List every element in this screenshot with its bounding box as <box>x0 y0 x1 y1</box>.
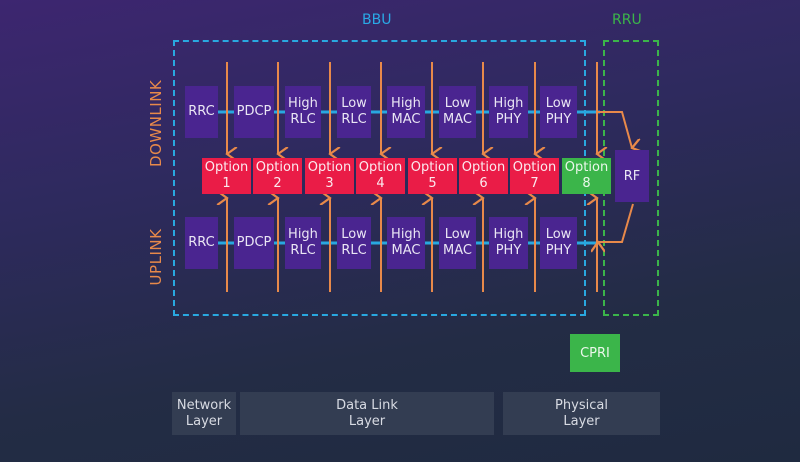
option-label: Option <box>410 160 455 175</box>
bbu-label: BBU <box>362 12 392 28</box>
layer-label-line2: RLC <box>290 112 316 127</box>
downlink-layer-rrc: RRC <box>185 86 218 138</box>
layer-label-line1: High <box>391 227 421 242</box>
option-number: 7 <box>530 176 539 191</box>
osi-label-line2: Layer <box>348 413 386 429</box>
layer-label-line1: PDCP <box>236 104 272 119</box>
option-number: 6 <box>479 176 488 191</box>
osi-label-line2: Layer <box>185 413 223 429</box>
layer-label-line1: Low <box>341 227 367 242</box>
layer-label-line2: RLC <box>341 112 367 127</box>
layer-label-line2: PHY <box>495 112 522 127</box>
layer-label-line1: RRC <box>188 235 215 250</box>
osi-label-line1: Network <box>176 397 232 413</box>
uplink-layer-rrc: RRC <box>185 217 218 269</box>
layer-label-line1: High <box>391 96 421 111</box>
layer-label-line2: MAC <box>443 112 472 127</box>
option-label: Option <box>204 160 249 175</box>
layer-label-line2: MAC <box>443 243 472 258</box>
option-number: 5 <box>428 176 437 191</box>
layer-label-line2: RLC <box>341 243 367 258</box>
layer-label-line2: PHY <box>545 112 572 127</box>
layer-label-line1: Low <box>545 96 572 111</box>
layer-label-line1: PDCP <box>236 235 272 250</box>
option-number: 8 <box>582 176 591 191</box>
option-label: Option <box>564 160 609 175</box>
osi-label-line2: Layer <box>563 413 600 429</box>
uplink-layer-pdcp: PDCP <box>234 217 274 269</box>
layer-label-line1: High <box>493 96 524 111</box>
option-number: 3 <box>325 176 334 191</box>
layer-label-line1: Low <box>341 96 367 111</box>
cpri-block: CPRI <box>570 334 620 372</box>
layer-label-line1: Low <box>545 227 572 242</box>
option-number: 4 <box>376 176 385 191</box>
option-label: Option <box>307 160 352 175</box>
uplink-label: UPLINK <box>147 228 165 286</box>
option-label: Option <box>255 160 300 175</box>
option-label: Option <box>461 160 506 175</box>
downlink-layer-pdcp: PDCP <box>234 86 274 138</box>
layer-label-line2: MAC <box>391 243 421 258</box>
layer-label-line1: High <box>288 227 318 242</box>
rf-block: RF <box>615 150 649 202</box>
layer-label-line1: Low <box>444 96 471 111</box>
layer-label-line2: MAC <box>391 112 421 127</box>
layer-label-line2: PHY <box>495 243 522 258</box>
rru-label: RRU <box>612 12 642 28</box>
downlink-label: DOWNLINK <box>147 79 165 167</box>
layer-label-line1: High <box>493 227 524 242</box>
osi-label-line1: Data Link <box>336 397 398 413</box>
layer-label-line2: RLC <box>290 243 316 258</box>
layer-label-line2: PHY <box>545 243 572 258</box>
layer-label-line1: Low <box>444 227 471 242</box>
option-number: 1 <box>222 176 231 191</box>
layer-label-line1: High <box>288 96 318 111</box>
layer-label-line1: RRC <box>188 104 215 119</box>
osi-label-line1: Physical <box>555 397 608 413</box>
option-label: Option <box>512 160 557 175</box>
option-number: 2 <box>273 176 282 191</box>
option-label: Option <box>358 160 403 175</box>
